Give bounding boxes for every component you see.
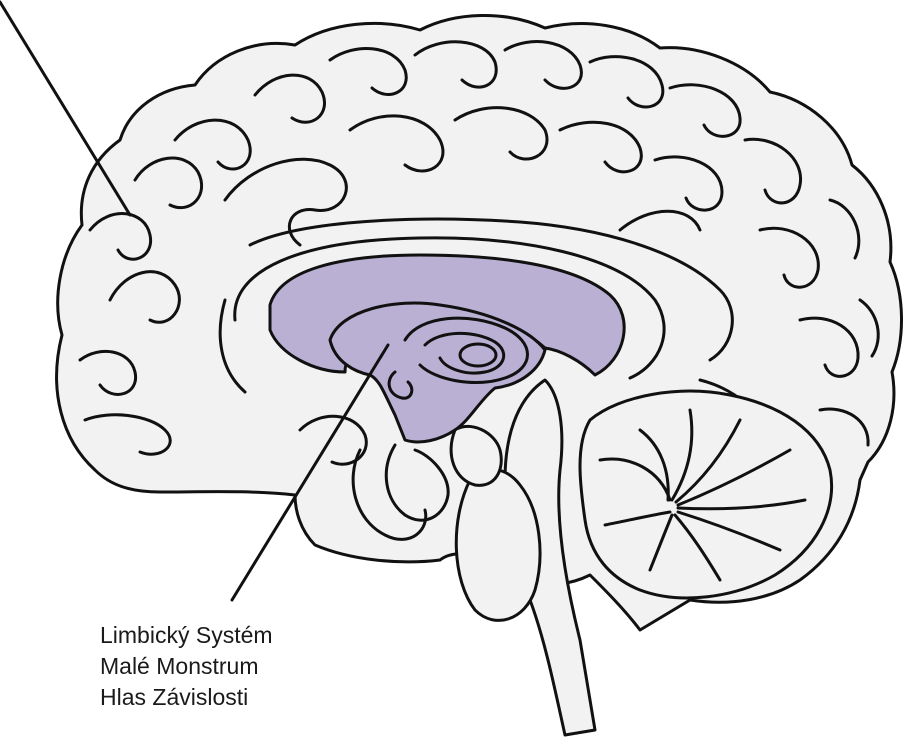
label-little-monster: Malé Monstrum	[100, 651, 273, 682]
limbic-label-block: Limbický Systém Malé Monstrum Hlas Závis…	[100, 620, 273, 713]
label-voice-of-addiction: Hlas Závislosti	[100, 682, 273, 713]
pointer-line-top	[0, 2, 130, 215]
label-limbic-system: Limbický Systém	[100, 620, 273, 651]
